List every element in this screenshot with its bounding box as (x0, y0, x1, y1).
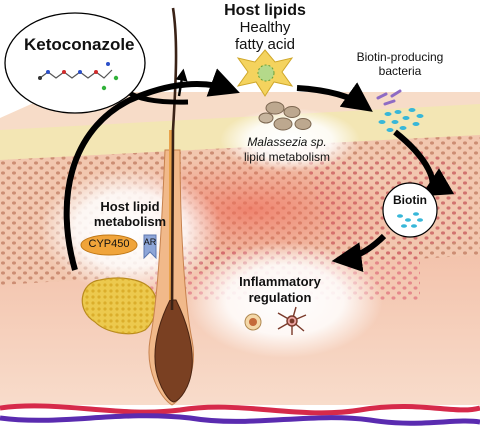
biotin-circle (382, 182, 438, 238)
healthy-fatty-acid-line1: Healthy (239, 19, 291, 36)
malassezia-yeast-icon (258, 101, 312, 131)
biotin-molecule-icon (397, 212, 423, 228)
healthy-fatty-acid-line2: fatty acid (234, 36, 296, 53)
arrow-biotin-to-inflammation (331, 233, 387, 273)
biotin-producing-line2: bacteria (378, 64, 422, 78)
ketoconazole-molecule-icon (38, 62, 119, 91)
ar-receptor-icon (143, 234, 157, 260)
ar-label: AR (143, 237, 157, 247)
fatty-acid-star-icon (236, 49, 294, 97)
inflammatory-line2: regulation (248, 290, 312, 305)
arrow-bacteria-to-biotin (393, 129, 455, 197)
arrow-host-to-lipids (63, 68, 240, 271)
glow-malassezia (220, 108, 360, 172)
bacteria-cluster-icon (376, 89, 424, 132)
inflammatory-line1: Inflammatory (239, 274, 321, 289)
ketoconazole-label: Ketoconazole (24, 35, 135, 54)
blood-vessels (0, 403, 480, 426)
arrow-lipids-to-bacteria (296, 82, 373, 112)
cyp450-label: CYP450 (88, 238, 130, 250)
biotin-producing-line1: Biotin-producing (356, 50, 444, 64)
host-lipids-label: Host lipids (224, 2, 306, 19)
biotin-label: Biotin (393, 193, 427, 207)
ketoconazole-bubble (4, 12, 146, 114)
arrow-hair-up (175, 68, 188, 97)
malassezia-line1: Malassezia sp. (247, 135, 327, 149)
dendritic-cell-icon (277, 306, 307, 335)
lymphocyte-icon (244, 313, 262, 331)
host-lipid-metabolism-line1: Host lipid (100, 199, 160, 214)
sebaceous-gland (81, 277, 157, 335)
cyp450-badge (80, 234, 138, 256)
hair-follicle-icon (148, 7, 194, 406)
malassezia-line2: lipid metabolism (243, 150, 331, 164)
host-lipid-metabolism-line2: metabolism (93, 214, 167, 229)
